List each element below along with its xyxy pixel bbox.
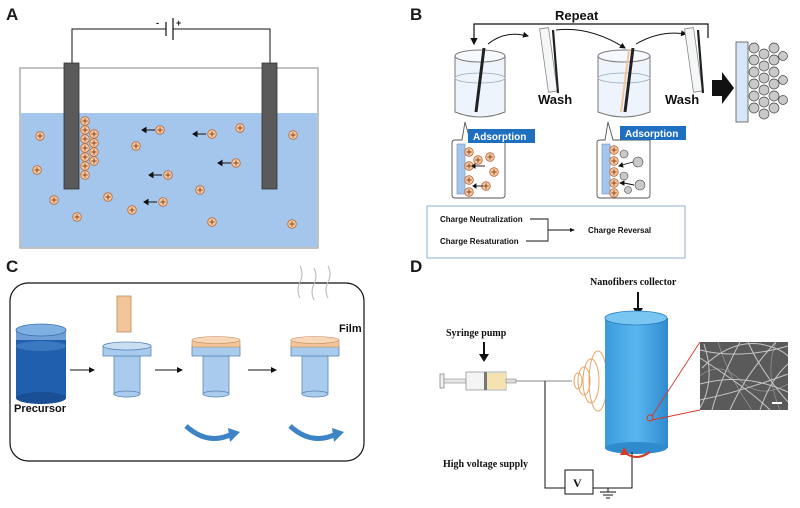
- charge-arrow-head: [570, 228, 575, 232]
- panel-c-frame: [9, 282, 365, 462]
- panel-b: B Repeat Wash Wash: [410, 5, 788, 259]
- wash-label-1: Wash: [538, 92, 572, 107]
- spin-coater-3: [290, 336, 340, 398]
- rotation-arrow-2-head: [332, 428, 344, 442]
- high-voltage-supply-label: High voltage supply: [443, 459, 528, 470]
- wire-right: [181, 28, 271, 63]
- panel-d-letter: D: [410, 257, 422, 276]
- drum-rotation-head: [620, 447, 629, 455]
- transfer-arrow-2: [555, 28, 626, 49]
- adsorption-label-1: Adsorption: [473, 132, 526, 143]
- ion-motion-arrows: [141, 126, 231, 206]
- syringe-icon: [439, 371, 572, 391]
- slide-wash-2: [684, 27, 705, 94]
- rotation-arrow-1-head: [228, 428, 240, 442]
- zoom-bubble-2: [596, 121, 651, 199]
- panel-a-letter: A: [6, 5, 18, 24]
- repeat-label: Repeat: [555, 8, 599, 23]
- panel-c-letter: C: [6, 257, 18, 276]
- wash-label-2: Wash: [665, 92, 699, 107]
- result-arrow-icon: [712, 72, 734, 104]
- battery-minus: -: [156, 18, 159, 28]
- zoom-line-bottom: [651, 409, 701, 421]
- electrode-right: [261, 62, 278, 190]
- precursor-label: Precursor: [14, 403, 67, 415]
- fiber-jet: [573, 350, 608, 412]
- voltmeter-label: V: [573, 476, 582, 490]
- panel-a: A - +: [6, 5, 319, 249]
- nanofibers-collector-label: Nanofibers collector: [590, 277, 677, 288]
- precursor-beaker: [15, 323, 67, 404]
- circuit-left: [544, 381, 565, 489]
- spin-coater-1: [102, 295, 152, 398]
- charge-neutralization-label: Charge Neutralization: [440, 215, 523, 224]
- battery-plus: +: [176, 18, 181, 28]
- panel-c: C Precursor: [6, 257, 365, 462]
- tank-outline: [19, 67, 319, 249]
- zoom-line-top: [651, 341, 701, 417]
- adsorption-tag-1: [468, 129, 535, 143]
- voltmeter-box: [564, 469, 594, 495]
- spin-coater-2: [191, 336, 241, 398]
- charge-resaturation-label: Charge Resaturation: [440, 237, 519, 246]
- slide-wash-1: [539, 27, 560, 94]
- electrode-left: [63, 62, 80, 190]
- charge-bracket: [526, 218, 570, 242]
- sample-spot: [646, 414, 654, 422]
- repeat-arrow: [470, 23, 709, 46]
- collector-drum: [604, 310, 668, 454]
- charge-reversal-label: Charge Reversal: [588, 226, 651, 235]
- sem-image: [699, 341, 789, 411]
- syringe-pump-label: Syringe pump: [446, 328, 507, 339]
- ground-icon: [600, 488, 616, 499]
- circuit-right: [593, 452, 633, 489]
- vapor-icon: [297, 265, 331, 301]
- adsorption-tag-2: [620, 126, 686, 140]
- transfer-arrow-1: [487, 31, 529, 45]
- rotation-arrow-1-icon: [184, 424, 234, 441]
- wire-left: [71, 28, 160, 63]
- syringe-pointer-head: [479, 354, 489, 362]
- transfer-arrow-3: [635, 30, 687, 45]
- panel-b-letter: B: [410, 5, 422, 24]
- battery-icon: [160, 18, 181, 40]
- film-label: Film: [339, 323, 362, 335]
- multilayer-film: [735, 41, 788, 123]
- adsorption-label-2: Adsorption: [625, 129, 678, 140]
- beaker-2: [597, 47, 651, 118]
- rotation-arrow-2-icon: [288, 424, 338, 441]
- beaker-1: [454, 47, 506, 118]
- charge-mechanism-box: [426, 205, 686, 259]
- panel-d: D Nanofibers collector Syringe pump: [410, 257, 789, 499]
